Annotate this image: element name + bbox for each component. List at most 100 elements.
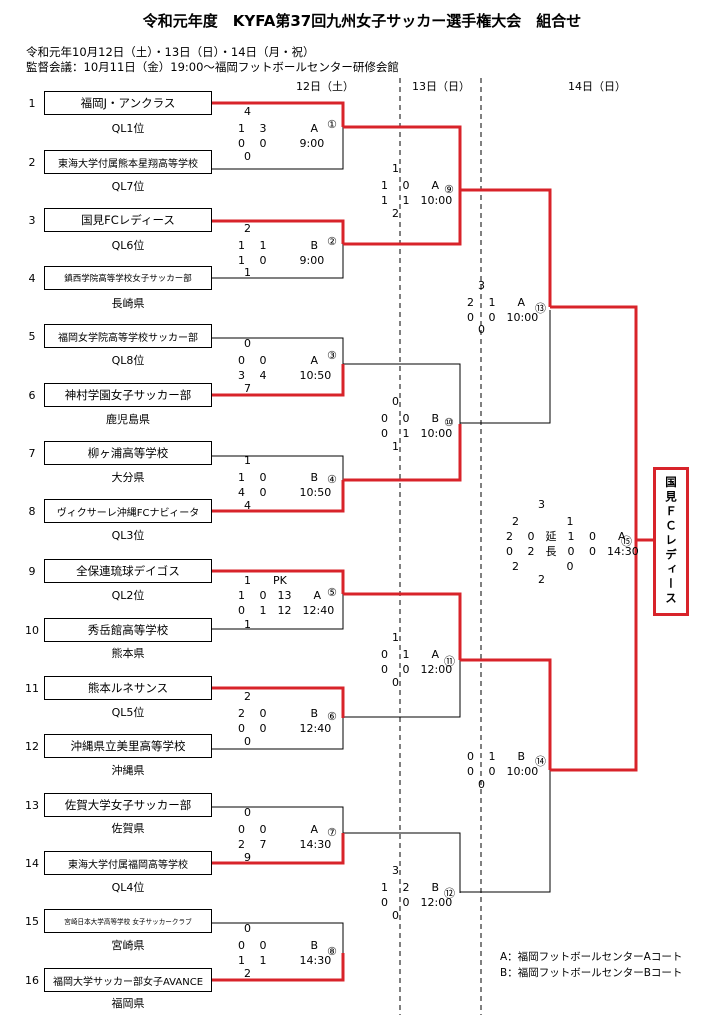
team-number: 11 [25,682,39,695]
score-line: 0 [244,150,251,163]
score-line: 0 [244,806,251,819]
team-sub: QL7位 [111,180,145,193]
score-line: 2 0 延 1 0 A [506,530,626,543]
score-line: 0 1 B [467,750,526,763]
team-sub: 宮崎県 [111,939,145,952]
score-line: 2 [244,222,251,235]
score-line: 1 0 B [238,471,319,484]
team-sub: QL6位 [111,239,145,252]
score-line: 1 2 B [381,881,440,894]
team-box: 福岡J・アンクラス [44,91,212,115]
team-box: ヴィクサーレ沖縄FCナビィータ [44,499,212,523]
team-box: 東海大学付属福岡高等学校 [44,851,212,875]
match-number: ⑧ [327,945,337,958]
team-box: 沖縄県立美里高等学校 [44,734,212,758]
score-line: 0 [244,735,251,748]
match-number: ⑤ [327,586,337,599]
score-line: 0 0 12:00 [381,896,453,909]
match-number: ⑭ [535,755,546,768]
score-line: 1 1 B [238,239,319,252]
score-line: 0 0 A [238,823,319,836]
team-number: 9 [28,565,36,578]
score-line: 4 0 10:50 [238,486,332,499]
score-line: 2 [392,207,399,220]
team-sub: QL5位 [111,706,145,719]
team-number: 7 [28,447,36,460]
score-line: 1 0 13 A [238,589,322,602]
score-line: 9 [244,851,251,864]
score-line: 2 0 [512,560,574,573]
match-number: ⑦ [327,826,337,839]
team-box: 東海大学付属熊本星翔高等学校 [44,150,212,174]
score-line: 2 0 B [238,707,319,720]
team-sub: 佐賀県 [111,822,145,835]
team-box: 国見FCレディース [44,208,212,232]
score-line: 0 0 B [238,939,319,952]
schedule-info: 令和元年10月12日（土）・13日（日）・14日（月・祝） [26,45,315,59]
team-box: 全保連琉球デイゴス [44,559,212,583]
score-line: 3 4 10:50 [238,369,332,382]
team-number: 2 [28,156,36,169]
score-line: 0 [392,909,399,922]
team-number: 14 [25,857,39,870]
team-number: 3 [28,214,36,227]
score-line: 0 0 12:00 [381,663,453,676]
team-box: 鎮西学院高等学校女子サッカー部 [44,266,212,290]
score-line: 3 [538,498,545,511]
score-line: 1 [244,266,251,279]
champion-name: 国見ＦＣレディース [664,476,678,607]
score-line: 1 3 A [238,122,319,135]
team-sub: QL4位 [111,881,145,894]
team-box: 神村学園女子サッカー部 [44,383,212,407]
score-line: 2 1 [512,515,574,528]
score-line: 4 [244,499,251,512]
score-line: 0 1 10:00 [381,427,453,440]
score-line: 1 1 14:30 [238,954,332,967]
team-sub: 福岡県 [111,997,145,1010]
match-number: ③ [327,349,337,362]
team-number: 10 [25,624,39,637]
team-box: 福岡大学サッカー部女子AVANCE [44,968,212,992]
meeting-info: 監督会議：10月11日（金）19:00～福岡フットボールセンター研修会館 [26,60,399,74]
match-number: ⑮ [621,535,632,548]
score-line: 0 0 10:00 [467,311,539,324]
team-box: 熊本ルネサンス [44,676,212,700]
score-line: 0 [244,922,251,935]
team-sub: QL8位 [111,354,145,367]
score-line: 1 0 9:00 [238,254,325,267]
match-number: ② [327,235,337,248]
score-line: 1 PK [244,574,287,587]
day-label-13: 13日（日） [412,80,470,93]
day-label-12: 12日（土） [296,80,354,93]
score-line: 0 0 10:00 [467,765,539,778]
team-sub: 長崎県 [111,297,145,310]
team-number: 13 [25,799,39,812]
team-number: 8 [28,505,36,518]
score-line: 4 [244,105,251,118]
day-label-14: 14日（日） [568,80,626,93]
score-line: 2 [244,967,251,980]
score-line: 2 [538,573,545,586]
match-number: ④ [327,473,337,486]
match-number: ⑫ [444,887,455,900]
score-line: 1 1 10:00 [381,194,453,207]
team-sub: QL1位 [111,122,145,135]
score-line: 0 [478,778,485,791]
team-box: 福岡女学院高等学校サッカー部 [44,324,212,348]
score-line: 1 [392,162,399,175]
team-number: 6 [28,389,36,402]
team-sub: 熊本県 [111,647,145,660]
score-line: 0 [478,323,485,336]
score-line: 1 [392,440,399,453]
team-box: 秀岳館高等学校 [44,618,212,642]
score-line: 0 0 9:00 [238,137,325,150]
champion-box: 国見ＦＣレディース [653,467,689,616]
score-line: 0 0 B [381,412,440,425]
team-number: 15 [25,915,39,928]
team-number: 5 [28,330,36,343]
team-box: 柳ヶ浦高等学校 [44,441,212,465]
score-line: 0 [244,337,251,350]
score-line: 1 [244,618,251,631]
team-box: 佐賀大学女子サッカー部 [44,793,212,817]
